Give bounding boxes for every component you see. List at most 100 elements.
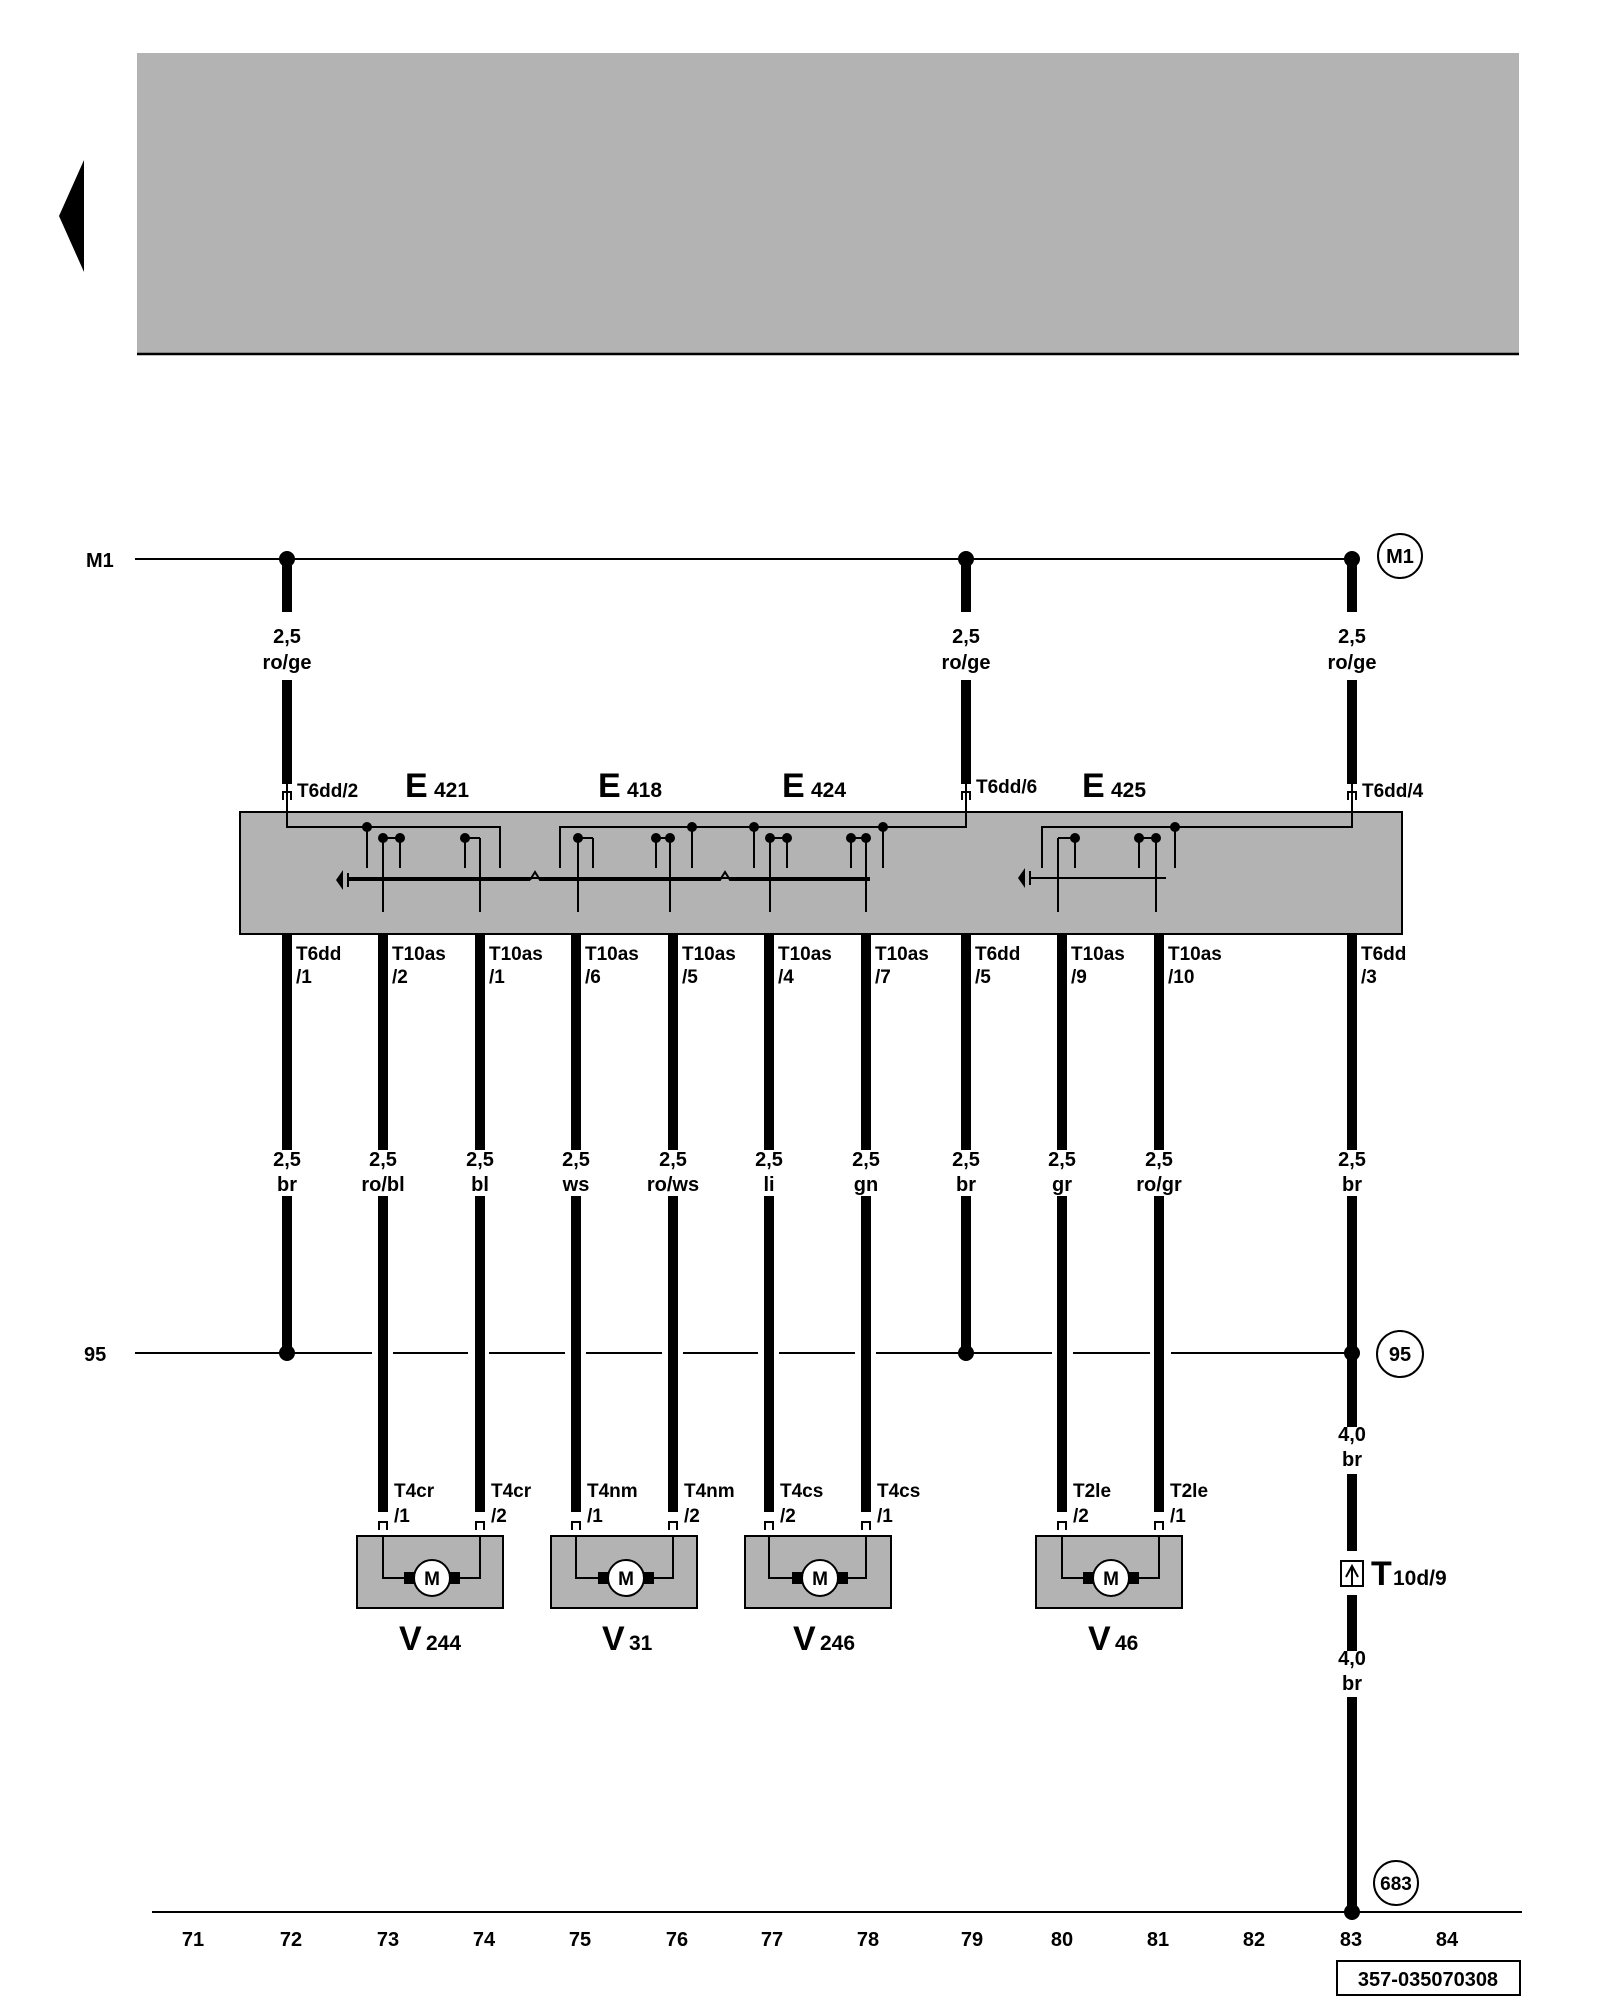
pin-label: /1 [877,1506,893,1527]
wire-size: 4,0 [1338,1648,1366,1670]
svg-text:V: V [399,1620,422,1658]
pin-label: T4cr [394,1481,435,1502]
pin-label: T4cs [877,1481,920,1502]
pin-label: /3 [1361,967,1377,988]
wire-color: ro/bl [361,1174,404,1196]
pin-label: /9 [1071,967,1087,988]
svg-text:421: 421 [434,779,469,802]
pin-label: /1 [394,1506,410,1527]
wire-color: br [1342,1174,1362,1196]
wire-size: 2,5 [1338,626,1366,648]
wire-size: 2,5 [369,1149,397,1171]
pin-label: /2 [780,1506,796,1527]
motor-icon: M [424,1569,440,1590]
wire-color: gn [854,1174,878,1196]
pin-label: /2 [1073,1506,1089,1527]
wire-size: 2,5 [852,1149,880,1171]
wire-size: 2,5 [952,1149,980,1171]
pin-label: T6dd/4 [1362,781,1424,802]
lower-wire-81: T10as /10 2,5 ro/gr [1136,944,1222,1196]
pin-label: T10as [875,944,929,965]
pin-label: T10as [1071,944,1125,965]
pin-label: /1 [296,967,312,988]
grid-number: 83 [1340,1929,1362,1951]
pin-label: T4nm [587,1481,638,1502]
motor-v246: M V 246 [744,1535,892,1658]
motor-v244: M V 244 [356,1535,504,1658]
lower-wire-79: T6dd /5 2,5 br [952,944,1020,1196]
pin-label: /1 [587,1506,603,1527]
motor-pin-markers [378,1521,1164,1530]
pin-label: /4 [778,967,794,988]
wire-color: ro/gr [1136,1174,1182,1196]
pin-label: /5 [682,967,698,988]
pin-label: T2le [1170,1481,1208,1502]
bus-m1-ref: M1 [1386,546,1414,568]
switch-module [239,811,1403,935]
svg-text:V: V [1088,1620,1111,1658]
pin-label: T4nm [684,1481,735,1502]
pin-label: T2le [1073,1481,1111,1502]
back-arrow-icon[interactable] [59,160,84,272]
bus-95-ref-circle [1376,1330,1424,1378]
lower-wire-75: T10as /6 2,5 ws [562,944,639,1196]
svg-text:418: 418 [627,779,662,802]
wire-size: 2,5 [1145,1149,1173,1171]
pin-label: /2 [684,1506,700,1527]
grid-number: 76 [666,1929,688,1951]
svg-text:V: V [602,1620,625,1658]
grid-number: 81 [1147,1929,1169,1951]
header-banner [137,53,1519,353]
bus-95-label: 95 [84,1344,106,1366]
wire-color: ro/ws [647,1174,699,1196]
grid-number: 78 [857,1929,879,1951]
wire-color: gr [1052,1174,1072,1196]
pin-label: T4cs [780,1481,823,1502]
top-pins [282,784,1357,812]
pin-label: /7 [875,967,891,988]
svg-text:425: 425 [1111,779,1146,802]
switch-dots-left [362,822,888,843]
pin-label: T10as [585,944,639,965]
pin-label: /2 [392,967,408,988]
top-wire-72: 2,5 ro/ge [263,551,312,784]
grid-number: 73 [377,1929,399,1951]
motor-icon: M [1103,1569,1119,1590]
svg-text:244: 244 [426,1632,461,1655]
wire-color: li [763,1174,774,1196]
pin-label: T4cr [491,1481,532,1502]
pin-label: T6dd [296,944,341,965]
pin-label: /1 [489,967,505,988]
pin-label: /6 [585,967,601,988]
wire-size: 2,5 [273,626,301,648]
grid-number: 80 [1051,1929,1073,1951]
pin-label: T10as [778,944,832,965]
switch-e425-label: E 425 [1082,767,1146,805]
bus-m1-ref-circle [1377,533,1423,579]
switch-e421-label: E 421 [405,767,469,805]
pin-label: T6dd [975,944,1020,965]
svg-text:E: E [598,767,621,805]
svg-text:E: E [1082,767,1105,805]
wire-color: ws [562,1174,590,1196]
svg-text:E: E [405,767,428,805]
pin-label: T6dd/2 [297,781,358,802]
switch-e418-label: E 418 [598,767,662,805]
motor-icon: M [618,1569,634,1590]
pin-label: T6dd/6 [976,777,1037,798]
wire-color: ro/ge [942,652,991,674]
doc-number-box [1336,1960,1521,1996]
wire-color: br [1342,1673,1362,1695]
wire-color: ro/ge [263,652,312,674]
pin-label: /1 [1170,1506,1186,1527]
lower-wire-73: T10as /2 2,5 ro/bl [361,944,446,1196]
switch-indicator-left [336,870,343,890]
doc-number: 357-035070308 [1358,1969,1498,1991]
lower-wire-83: T6dd /3 2,5 br [1338,944,1406,1196]
lower-wire-77: T10as /4 2,5 li [755,944,832,1196]
wire-size: 2,5 [1338,1149,1366,1171]
bus-95-ref: 95 [1389,1344,1411,1366]
switch-indicator-right [1018,868,1025,888]
motor-v31: M V 31 [550,1535,698,1658]
